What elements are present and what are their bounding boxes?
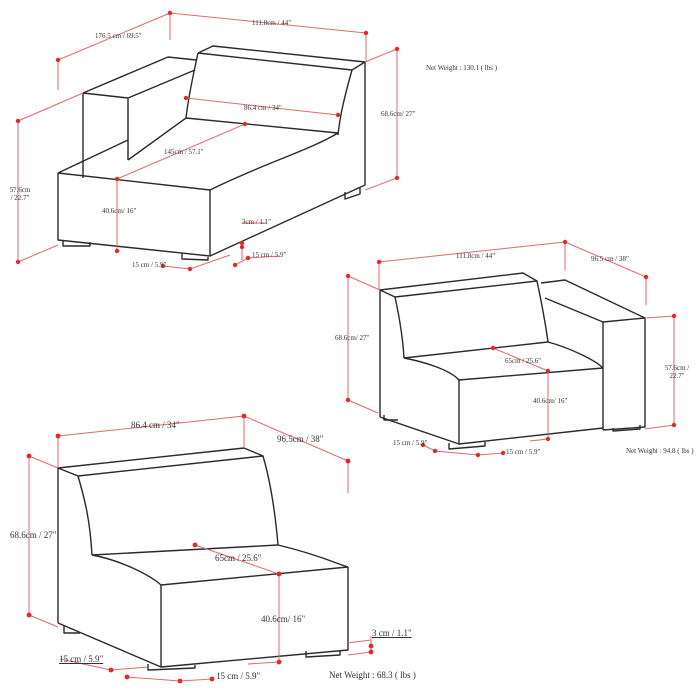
one-arm-net-weight: Net Weight : 94.8 ( lbs ) xyxy=(626,447,694,455)
chaise-back-width-label: 86.4 cm / 34" xyxy=(244,104,282,112)
armless-back-height-label: 68.6cm / 27" xyxy=(10,530,57,540)
chaise-leg-depth-label: 15 cm / 5.9" xyxy=(132,261,167,269)
chaise-module-dimensions xyxy=(15,10,400,272)
armless-net-weight: Net Weight : 68.3 ( lbs ) xyxy=(329,670,416,680)
chaise-seat-depth-label: 145cm / 57.1" xyxy=(164,148,204,156)
one-arm-arm-height-label: 57.6cm / 22.7" xyxy=(664,364,690,380)
one-arm-overall-depth-label: 96.5 cm / 38" xyxy=(591,255,629,263)
chaise-net-weight: Net Weight : 130.1 ( lbs ) xyxy=(426,64,498,72)
armless-overall-depth-label: 96.5cm / 38" xyxy=(277,434,324,444)
armless-module-outline xyxy=(57,447,349,671)
armless-leg-depth-label: 15 cm / 5.9" xyxy=(59,654,104,664)
one-arm-back-height-label: 68.6cm/ 27" xyxy=(335,334,370,342)
armless-module-dimensions xyxy=(26,413,374,684)
one-arm-leg-width-label: 15 cm / 5.9" xyxy=(506,448,541,456)
chaise-module-outline xyxy=(57,45,366,261)
chaise-overall-depth-label: 176.5 cm / 69.5" xyxy=(95,32,142,40)
armless-overall-width-label: 86.4 cm / 34" xyxy=(131,420,180,430)
one-arm-module-dimensions xyxy=(345,239,677,458)
chaise-seat-height-label: 40.6cm/ 16" xyxy=(102,207,137,215)
armless-leg-height-label: 3 cm / 1.1" xyxy=(372,628,412,638)
one-arm-seat-depth-label: 65cm / 25.6" xyxy=(505,357,542,365)
armless-leg-width-label: 15 cm / 5.9" xyxy=(216,671,261,681)
armless-seat-height-label: 40.6cm/ 16" xyxy=(261,614,306,624)
chaise-overall-width-label: 111.8cm / 44" xyxy=(252,19,292,27)
one-arm-overall-width-label: 111.8cm / 44" xyxy=(456,252,496,260)
chaise-leg-height-label: 3cm / 1.1" xyxy=(242,218,272,226)
armless-seat-depth-label: 65cm / 25.6" xyxy=(215,553,262,563)
chaise-leg-width-label: 15 cm / 5.9" xyxy=(252,251,287,259)
one-arm-module-outline xyxy=(379,272,646,450)
chaise-arm-height-label: 57.6cm / 22.7" xyxy=(9,186,31,202)
one-arm-leg-depth-label: 15 cm / 5.9" xyxy=(393,439,428,447)
one-arm-seat-height-label: 40.6cm/ 16" xyxy=(533,397,568,405)
chaise-back-height-label: 68.6cm/ 27" xyxy=(381,110,416,118)
